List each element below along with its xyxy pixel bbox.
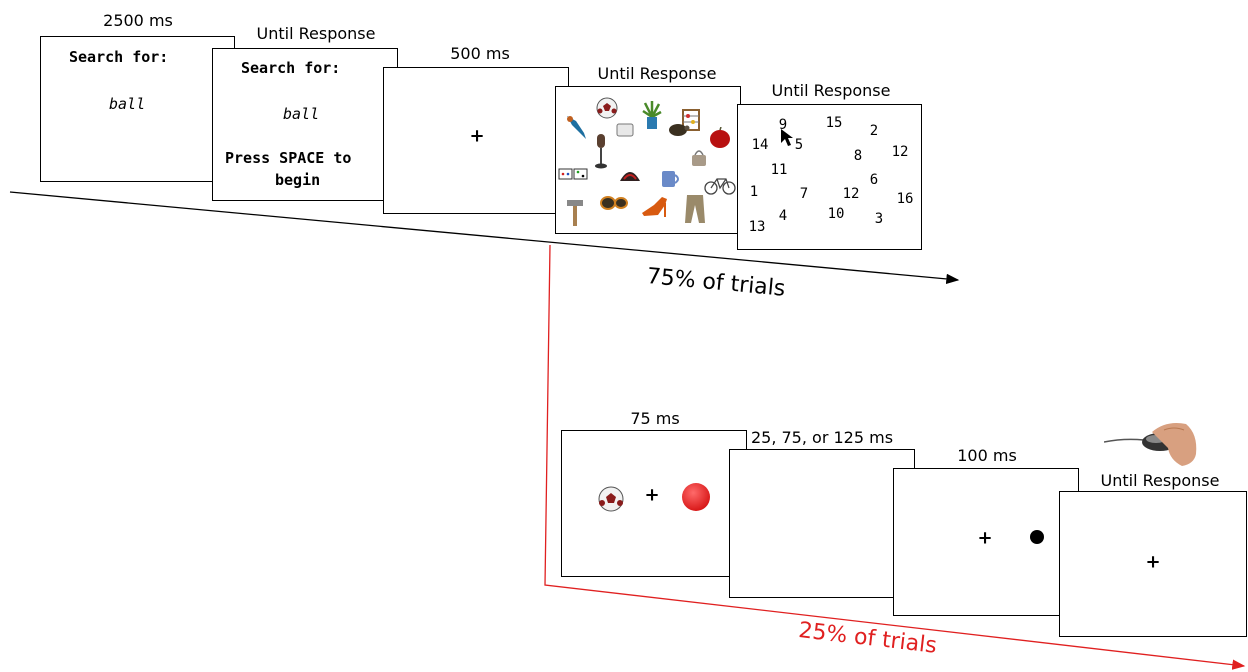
blank-isi-frame	[729, 449, 915, 598]
mouse-cursor-icon	[781, 129, 793, 146]
frame3-duration: 500 ms	[450, 44, 510, 63]
microphone-icon	[595, 134, 607, 169]
frame4-duration: Until Response	[597, 64, 717, 83]
number-label: 5	[794, 137, 804, 153]
number-label: 16	[896, 191, 914, 207]
fixation-frame: +	[383, 67, 569, 214]
object-search-frame	[555, 86, 741, 234]
bottom-arrow-line	[544, 244, 1246, 670]
search-for-text: Search for:	[69, 48, 169, 66]
number-label: 8	[853, 148, 863, 164]
dominoes-icon	[558, 168, 588, 180]
search-for-text: Search for:	[241, 59, 341, 77]
target-word: ball	[109, 95, 146, 113]
hand-mouse-icon	[1104, 423, 1197, 466]
number-label: 3	[874, 211, 884, 227]
bframe3-duration: 100 ms	[957, 446, 1017, 465]
cue-frame: +	[561, 430, 747, 577]
number-label: 6	[869, 172, 879, 188]
soccer-ball-icon	[598, 486, 624, 512]
fixation-cross: +	[1145, 551, 1161, 573]
frame5-duration: Until Response	[771, 81, 891, 100]
fixation-cross: +	[977, 527, 993, 549]
helmet-icon	[620, 172, 640, 181]
number-label: 11	[770, 162, 788, 178]
turtle-icon	[669, 124, 690, 136]
bframe1-duration: 75 ms	[630, 409, 680, 428]
probe-dot-icon	[1030, 530, 1044, 544]
red-ball-icon	[682, 483, 710, 511]
begin-text: begin	[275, 171, 321, 189]
number-label: 4	[778, 208, 788, 224]
potted-plant-icon	[642, 101, 662, 129]
sunglasses-icon	[600, 196, 628, 210]
number-label: 1	[749, 184, 759, 200]
handbag-icon	[692, 150, 706, 166]
number-label: 14	[751, 137, 769, 153]
probe-frame: +	[893, 468, 1079, 616]
number-label: 2	[869, 123, 879, 139]
number-label: 7	[799, 186, 809, 202]
fixation-cross: +	[469, 125, 485, 147]
frame2-duration: Until Response	[256, 24, 376, 43]
target-word: ball	[283, 105, 320, 123]
frame1-duration: 2500 ms	[103, 11, 173, 30]
soccer-ball-icon	[596, 97, 618, 119]
high-heel-icon	[642, 197, 667, 217]
top-arrow-line	[9, 191, 960, 285]
number-label: 15	[825, 115, 843, 131]
bicycle-icon	[704, 178, 736, 195]
search-cue-frame: Search for: ball	[40, 36, 235, 182]
search-start-frame: Search for: ball Press SPACE to begin	[212, 48, 398, 201]
mug-icon	[662, 171, 679, 187]
number-label: 10	[827, 206, 845, 222]
response-frame: +	[1059, 491, 1247, 637]
bframe4-duration: Until Response	[1100, 471, 1220, 490]
number-response-frame: 9 15 14 5 2 8 12 11 1 7 12 6 16 10 13 4 …	[737, 104, 922, 250]
pants-icon	[685, 195, 705, 223]
number-label: 12	[891, 144, 909, 160]
apple-icon	[710, 127, 730, 148]
number-label: 13	[748, 219, 766, 235]
number-label: 9	[778, 117, 788, 133]
fixation-cross: +	[644, 484, 660, 506]
bird-icon	[567, 116, 586, 139]
number-label: 12	[842, 186, 860, 202]
press-space-text: Press SPACE to	[225, 149, 352, 167]
toaster-icon	[616, 123, 634, 137]
bframe2-duration: 25, 75, or 125 ms	[750, 428, 894, 447]
hammer-icon	[567, 200, 583, 226]
abacus-icon	[682, 109, 700, 131]
